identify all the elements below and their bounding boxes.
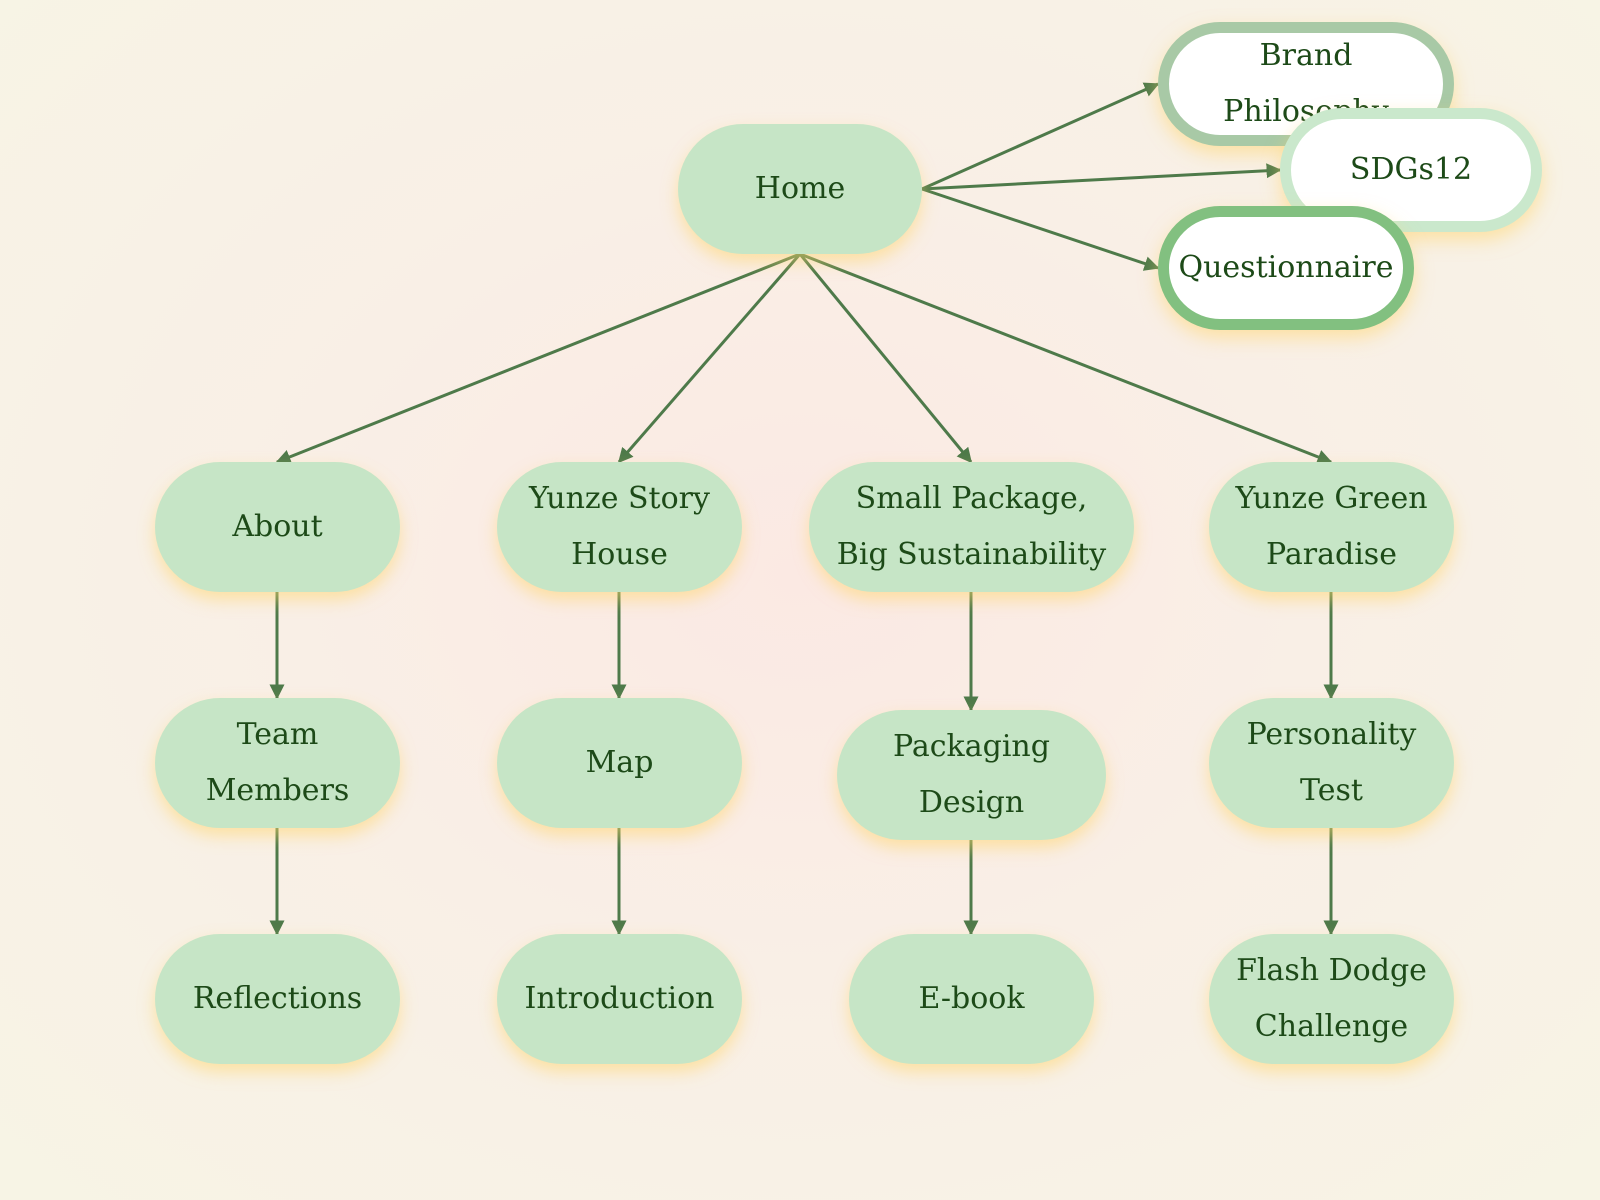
node-reflections-label: Reflections xyxy=(192,981,363,1016)
edge-home-to-story_house xyxy=(617,253,802,464)
edge-home-to-questionnaire xyxy=(921,187,1160,271)
node-flash-dodge-challenge[interactable]: Flash Dodge Challenge xyxy=(1209,934,1454,1064)
node-introduction[interactable]: Introduction xyxy=(497,934,742,1064)
node-reflections[interactable]: Reflections xyxy=(155,934,400,1064)
node-about-label: About xyxy=(232,509,323,544)
node-home-label: Home xyxy=(754,171,846,206)
node-ebook-label: E-book xyxy=(918,981,1025,1016)
node-team-members-label: Team Members xyxy=(205,717,350,808)
node-flash-dodge-challenge-label: Flash Dodge Challenge xyxy=(1236,953,1427,1044)
node-packaging-design[interactable]: Packaging Design xyxy=(837,710,1106,840)
node-yunze-story-house[interactable]: Yunze Story House xyxy=(497,462,742,592)
node-ebook[interactable]: E-book xyxy=(849,934,1094,1064)
node-yunze-story-house-label: Yunze Story House xyxy=(529,481,710,572)
node-team-members[interactable]: Team Members xyxy=(155,698,400,828)
node-map-label: Map xyxy=(585,745,654,780)
node-packaging-design-label: Packaging Design xyxy=(893,729,1050,820)
node-home[interactable]: Home xyxy=(678,124,922,254)
node-questionnaire[interactable]: Questionnaire xyxy=(1158,206,1414,330)
node-questionnaire-label: Questionnaire xyxy=(1178,250,1394,285)
node-yunze-green-paradise[interactable]: Yunze Green Paradise xyxy=(1209,462,1454,592)
node-personality-test-label: Personality Test xyxy=(1246,717,1417,808)
edge-home-to-about xyxy=(275,252,801,464)
node-about[interactable]: About xyxy=(155,462,400,592)
node-map[interactable]: Map xyxy=(497,698,742,828)
node-small-package-big-sustainability[interactable]: Small Package, Big Sustainability xyxy=(809,462,1134,592)
node-yunze-green-paradise-label: Yunze Green Paradise xyxy=(1235,481,1428,572)
node-sdgs12-label: SDGs12 xyxy=(1349,152,1473,187)
edge-home-to-brand_philosophy xyxy=(921,82,1160,191)
node-introduction-label: Introduction xyxy=(524,981,715,1016)
node-small-package-big-sustainability-label: Small Package, Big Sustainability xyxy=(836,481,1107,572)
node-personality-test[interactable]: Personality Test xyxy=(1209,698,1454,828)
edge-home-to-small_package xyxy=(798,253,973,464)
edge-home-to-sdgs12 xyxy=(921,163,1282,191)
